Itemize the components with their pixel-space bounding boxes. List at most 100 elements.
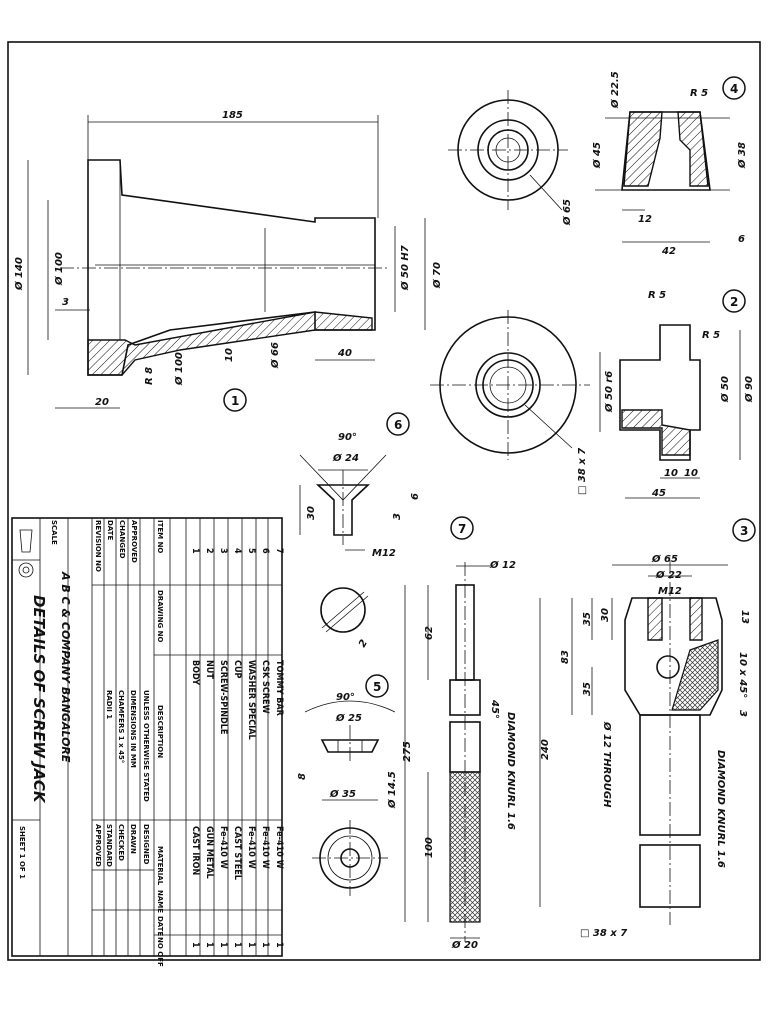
tommy-dim-dia-12: Ø 12: [489, 559, 516, 571]
cup-dim-42: 42: [661, 246, 676, 257]
header-item-no: ITEM NO: [156, 520, 164, 553]
washer-view: [304, 700, 396, 896]
part-material: GUN METAL: [204, 826, 214, 879]
header-no-off: NO OFF: [156, 937, 164, 967]
sign-header-date: DATE: [156, 916, 164, 936]
tommy-dim-275: 275: [402, 741, 413, 762]
part-item-no: 2: [204, 548, 214, 554]
part-quantity: 1: [204, 942, 214, 948]
nut-dim-45: 45: [651, 488, 666, 499]
sign-header-name: NAME: [156, 890, 164, 913]
part-description: TOMMY BAR: [274, 660, 284, 717]
spindle-view: [539, 560, 728, 925]
body-dim-dia-50h7: Ø 50 H7: [399, 245, 411, 291]
company-name: A B C & COMPANY BANGALORE: [59, 571, 72, 763]
part-callout-1: 1: [223, 388, 247, 412]
washer-dim-dia-25: Ø 25: [335, 712, 362, 724]
spindle-dim-3: 3: [737, 710, 748, 717]
nut-dim-r5-side: R 5: [702, 330, 720, 341]
part-material: Fe-410 W: [260, 826, 270, 869]
cup-top-view: [448, 90, 568, 211]
part-item-no: 7: [274, 548, 284, 554]
screw-dim-6: 6: [410, 493, 421, 500]
nut-dim-dia-90: Ø 90: [743, 376, 755, 403]
part-quantity: 1: [274, 942, 284, 948]
spindle-dim-30: 30: [600, 608, 611, 622]
part-material: CAST IRON: [190, 826, 200, 876]
nut-dim-square: □ 38 x 7: [577, 448, 588, 495]
part-quantity: 1: [190, 942, 200, 948]
part-item-no: 3: [218, 548, 228, 554]
nut-section-view: [599, 324, 741, 499]
revision-label-approved: APPROVED: [130, 520, 138, 563]
body-dim-3: 3: [62, 297, 69, 308]
cup-dim-dia-45: Ø 45: [591, 142, 603, 169]
svg-text:3: 3: [740, 524, 748, 538]
nut-dim-10-b: 10: [684, 468, 698, 479]
part-callout-4: 4: [722, 76, 746, 100]
revision-label-rev: REVISION NO: [94, 520, 102, 572]
body-dim-20: 20: [95, 397, 109, 408]
screw-dim-angle: 90°: [338, 432, 357, 443]
sign-designed: DESIGNED: [142, 824, 150, 865]
nut-dim-dia-50: Ø 50: [719, 376, 731, 403]
spindle-dim-through-hole: Ø 12 THROUGH: [601, 721, 613, 808]
header-drawing-no: DRAWING NO: [156, 590, 164, 643]
part-item-no: 1: [190, 548, 200, 554]
part-callout-5: 5: [365, 674, 389, 698]
spindle-dim-13: 13: [739, 610, 750, 624]
title-block: [11, 517, 283, 957]
body-dim-length: 185: [222, 110, 243, 121]
body-dim-dia-100-bottom: Ø 100: [173, 352, 185, 386]
sheet-number: SHEET 1 OF 1: [18, 826, 26, 879]
tommy-dim-dia-20: Ø 20: [451, 939, 478, 951]
nut-dim-10-a: 10: [664, 468, 678, 479]
cup-dim-6: 6: [738, 234, 745, 245]
header-material: MATERIAL: [156, 846, 164, 886]
part-description: WASHER SPECIAL: [246, 660, 256, 740]
tommy-dim-100: 100: [424, 837, 435, 858]
spindle-dim-35-top: 35: [582, 612, 593, 626]
part-material: Fe-410 W: [246, 826, 256, 869]
part-item-no: 4: [232, 548, 242, 554]
screw-dim-2: 2: [357, 638, 370, 650]
tommy-bar-view: [404, 562, 490, 942]
note-unless: UNLESS OTHERWISE STATED: [142, 690, 150, 802]
scale-label: SCALE: [50, 520, 58, 545]
nut-dim-dia-50r6: Ø 50 r6: [603, 371, 615, 413]
header-description: DESCRIPTION: [156, 705, 164, 758]
body-dim-10: 10: [224, 348, 235, 362]
spindle-dim-240: 240: [540, 739, 551, 760]
spindle-dim-dia-65: Ø 65: [651, 553, 678, 565]
svg-text:1: 1: [231, 394, 239, 408]
body-dim-40: 40: [337, 348, 352, 359]
screw-dim-m12: M12: [372, 548, 396, 559]
drawing-title: DETAILS OF SCREW JACK: [30, 595, 48, 804]
spindle-dim-35-bottom: 35: [582, 682, 593, 696]
washer-dim-8: 8: [297, 773, 308, 780]
cup-dim-dia-22-5: Ø 22.5: [609, 71, 621, 109]
cup-section-view: [595, 111, 730, 243]
part-quantity: 1: [218, 942, 228, 948]
body-dim-dia-70: Ø 70: [431, 262, 443, 289]
part-description: NUT: [204, 660, 214, 679]
screw-dim-dia-24: Ø 24: [332, 452, 359, 464]
cup-dim-dia-38: Ø 38: [736, 142, 748, 169]
note-chamfers: CHAMFERS 1 x 45°: [117, 690, 125, 763]
washer-dim-dia-35: Ø 35: [329, 788, 356, 800]
revision-label-date: DATE: [106, 520, 114, 540]
body-dim-dia-66: Ø 66: [269, 342, 281, 369]
part-material: CAST STEEL: [232, 826, 242, 880]
nut-top-view: [430, 310, 590, 460]
part-quantity: 1: [232, 942, 242, 948]
tommy-dim-knurl: DIAMOND KNURL 1.6: [505, 712, 516, 830]
svg-text:2: 2: [730, 295, 738, 309]
body-part-view: [27, 115, 426, 409]
spindle-dim-chamfer: 10 x 45°: [737, 652, 748, 698]
sign-drawn: DRAWN: [129, 824, 137, 854]
spindle-dim-dia-22: Ø 22: [655, 569, 682, 581]
sheet-border: [7, 41, 761, 961]
note-radii: RADII 1: [105, 690, 113, 719]
part-callout-3: 3: [732, 518, 756, 542]
